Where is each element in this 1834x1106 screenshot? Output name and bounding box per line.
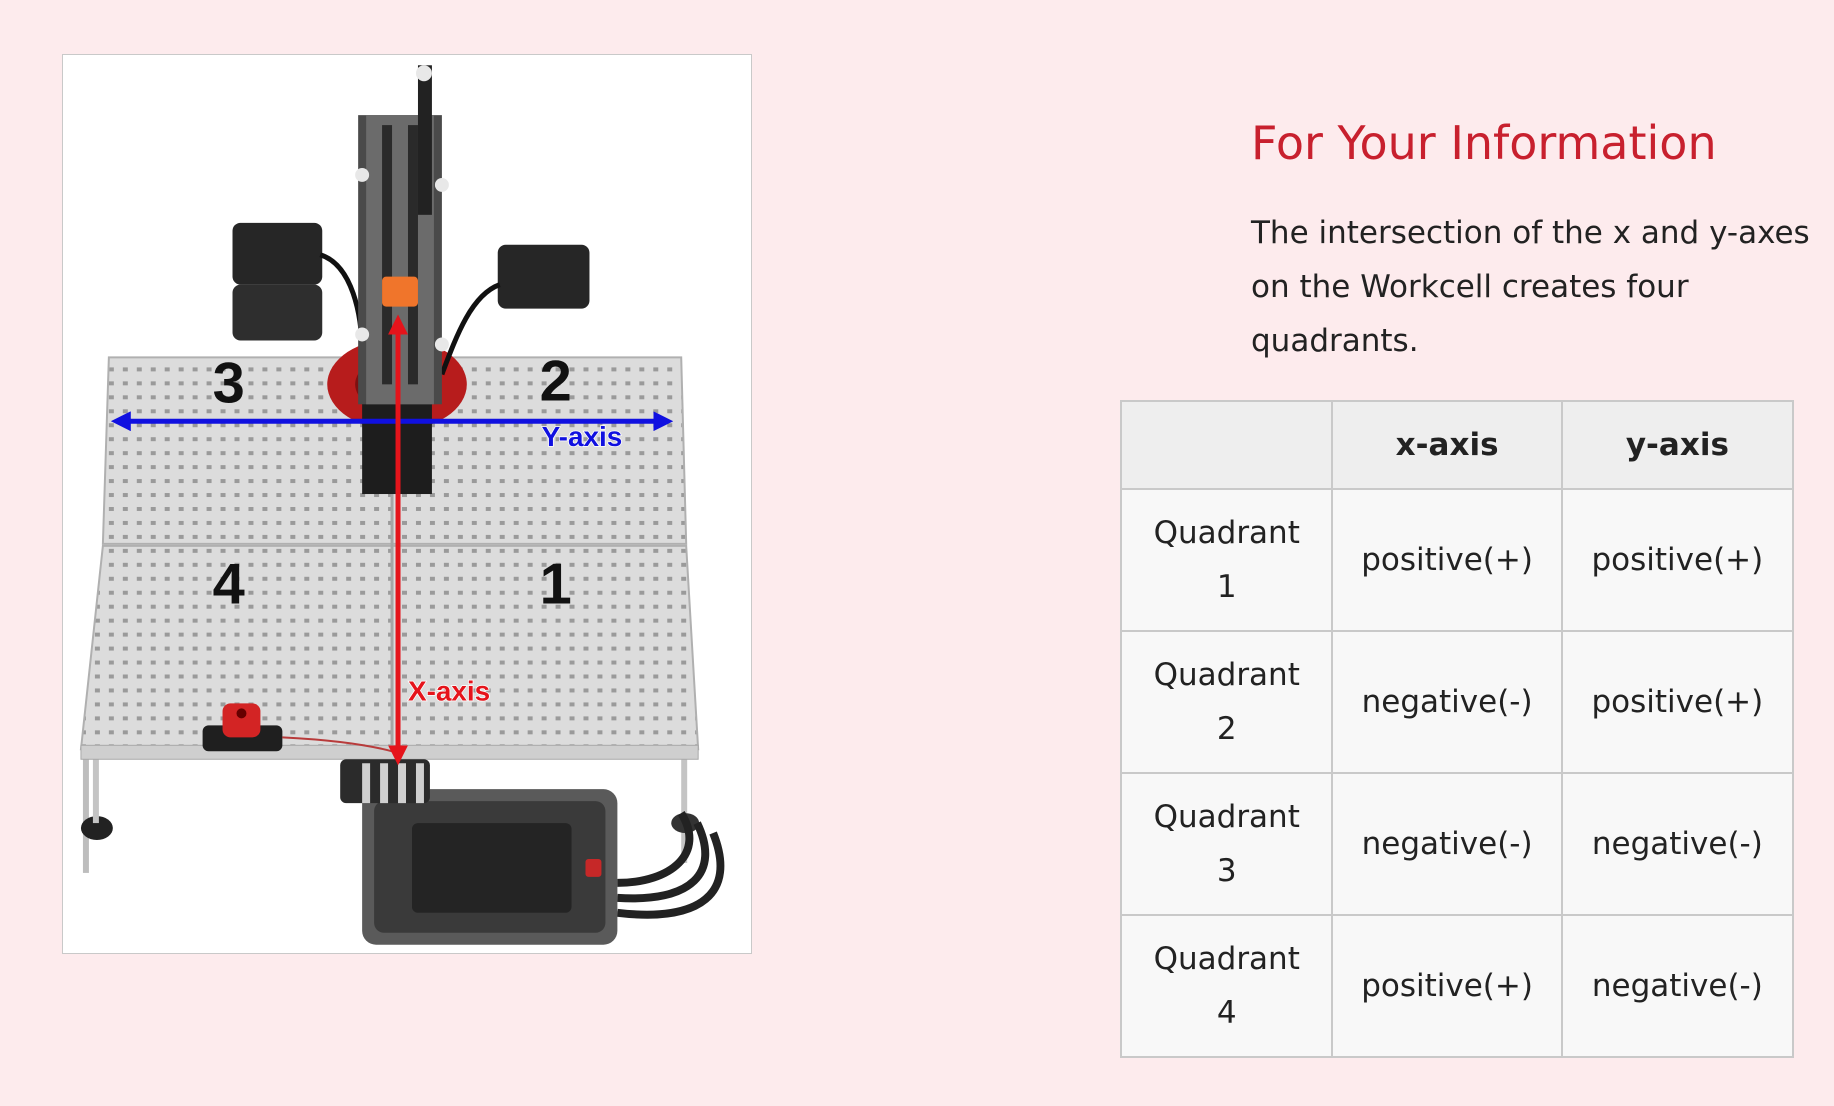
table-row: Quadrant 2 negative(-) positive(+) [1119, 630, 1795, 774]
quadrant-cell: Quadrant 4 [1119, 914, 1334, 1058]
quadrant-name: Quadrant 4 [1153, 941, 1300, 1031]
x-sign-cell: negative(-) [1331, 772, 1563, 916]
quadrant-cell: Quadrant 3 [1119, 772, 1334, 916]
workcell-illustration: Y-axis X-axis 3 2 4 1 [79, 65, 725, 945]
quadrant-table: x-axis y-axis Quadrant 1 positive(+) pos… [1119, 400, 1795, 1058]
table-header-y-axis: y-axis [1560, 400, 1795, 490]
quadrant-cell: Quadrant 2 [1119, 630, 1334, 774]
x-sign-cell: negative(-) [1331, 630, 1563, 774]
table-row: Quadrant 1 positive(+) positive(+) [1119, 488, 1795, 632]
y-axis-label: Y-axis [542, 421, 623, 452]
table-row: Quadrant 4 positive(+) negative(-) [1119, 914, 1795, 1058]
quadrant-name: Quadrant 3 [1153, 799, 1300, 889]
x-axis-label: X-axis [408, 675, 490, 706]
table-legs [80, 743, 700, 873]
info-text: The intersection of the x and y-axes on … [1251, 215, 1810, 359]
quadrant-4-number: 4 [213, 553, 245, 617]
controller-brain [340, 759, 725, 945]
x-sign-cell: positive(+) [1331, 914, 1563, 1058]
quadrant-2-number: 2 [540, 349, 572, 413]
quadrant-name: Quadrant 2 [1153, 657, 1300, 747]
table-header-empty [1119, 400, 1334, 490]
quadrant-1-number: 1 [540, 553, 572, 617]
table-header-row: x-axis y-axis [1119, 400, 1795, 490]
workcell-figure: Y-axis X-axis 3 2 4 1 [62, 54, 752, 954]
info-title: For Your Information [1251, 116, 1717, 170]
table-header-x-axis: x-axis [1331, 400, 1563, 490]
x-sign-cell: positive(+) [1331, 488, 1563, 632]
sensor [202, 703, 393, 753]
quadrant-3-number: 3 [213, 351, 245, 415]
quadrant-cell: Quadrant 1 [1119, 488, 1334, 632]
quadrant-name: Quadrant 1 [1153, 515, 1300, 605]
y-sign-cell: positive(+) [1560, 488, 1795, 632]
table-row: Quadrant 3 negative(-) negative(-) [1119, 772, 1795, 916]
y-sign-cell: negative(-) [1560, 772, 1795, 916]
y-sign-cell: negative(-) [1560, 914, 1795, 1058]
y-sign-cell: positive(+) [1560, 630, 1795, 774]
